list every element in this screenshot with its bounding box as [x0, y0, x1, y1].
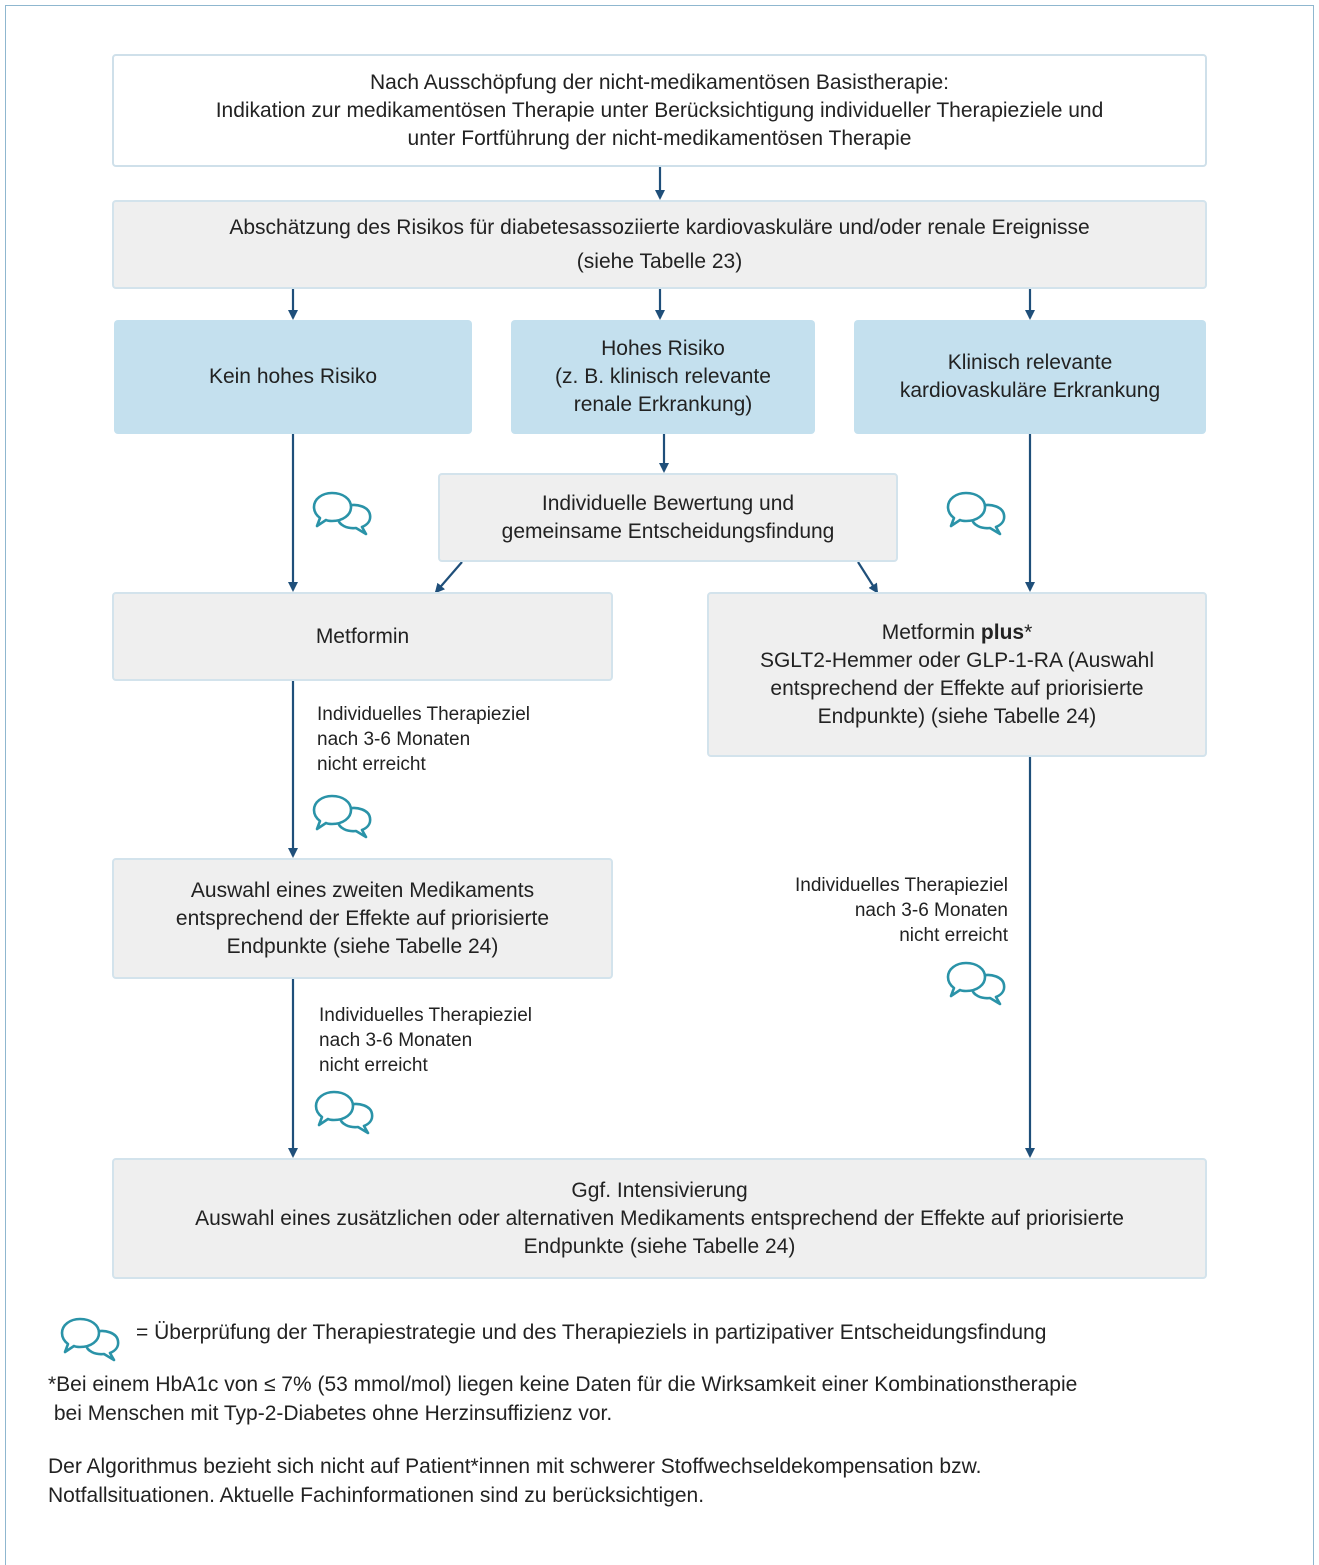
cv-line-1: Klinisch relevante	[947, 351, 1113, 374]
arrow-individual-to-metformin	[434, 561, 463, 594]
edge-label-a-line-1: Individuelles Therapieziel	[317, 704, 530, 725]
edge-label-b-line-2: nach 3-6 Monaten	[319, 1030, 473, 1051]
intensification-box: Ggf. Intensivierung Auswahl eines zusätz…	[112, 1158, 1207, 1279]
speech-bubbles-icon	[314, 1090, 374, 1135]
risk-line-2: (siehe Tabelle 23)	[576, 249, 743, 273]
cv-disease-box: Klinisch relevante kardiovaskuläre Erkra…	[854, 320, 1206, 434]
footnote-line-2: bei Menschen mit Typ-2-Diabetes ohne Her…	[48, 1402, 613, 1425]
intensify-line-1: Ggf. Intensivierung	[571, 1178, 748, 1202]
second-line-3: Endpunkte (siehe Tabelle 24)	[226, 934, 499, 958]
footnote: *Bei einem HbA1c von ≤ 7% (53 mmol/mol) …	[48, 1370, 1077, 1428]
intensify-line-2: Auswahl eines zusätzlichen oder alternat…	[195, 1206, 1124, 1230]
speech-bubbles-icon	[946, 961, 1006, 1006]
figure-frame	[5, 5, 1314, 1565]
individual-line-2: gemeinsame Entscheidungsfindung	[501, 519, 835, 543]
legend-text: = Überprüfung der Therapiestrategie und …	[136, 1321, 1047, 1344]
metformin-plus-prefix: Metformin	[881, 620, 981, 644]
edge-label-a-line-2: nach 3-6 Monaten	[317, 729, 471, 750]
note-line-2: Notfallsituationen. Aktuelle Fachinforma…	[48, 1484, 705, 1507]
metformin-plus-suffix: *	[1024, 620, 1033, 644]
metformin-box: Metformin	[112, 592, 613, 681]
edge-label-c-line-3: nicht erreicht	[899, 925, 1008, 946]
edge-label-b-line-1: Individuelles Therapieziel	[319, 1005, 532, 1026]
edge-label-c-line-2: nach 3-6 Monaten	[854, 900, 1008, 921]
speech-bubbles-icon	[312, 794, 372, 839]
metformin-plus-line-2: SGLT2-Hemmer oder GLP-1-RA (Auswahl	[759, 648, 1155, 672]
footnote-line-1: *Bei einem HbA1c von ≤ 7% (53 mmol/mol) …	[48, 1373, 1078, 1396]
high-risk-line-1: Hohes Risiko	[601, 337, 725, 360]
high-risk-box: Hohes Risiko (z. B. klinisch relevante r…	[511, 320, 815, 434]
high-risk-line-3: renale Erkrankung)	[573, 393, 753, 416]
metformin-plus-bold: plus	[980, 620, 1025, 644]
individual-line-1: Individuelle Bewertung und	[541, 491, 795, 515]
risk-assessment-box: Abschätzung des Risikos für diabetesasso…	[112, 200, 1207, 289]
metformin-plus-box: Metformin plus* SGLT2-Hemmer oder GLP-1-…	[707, 592, 1207, 757]
no-risk-label: Kein hohes Risiko	[208, 365, 378, 388]
second-drug-box: Auswahl eines zweiten Medikaments entspr…	[112, 858, 613, 979]
high-risk-line-2: (z. B. klinisch relevante	[555, 365, 771, 388]
start-line-1: Nach Ausschöpfung der nicht-medikamentös…	[370, 70, 949, 94]
no-high-risk-box: Kein hohes Risiko	[114, 320, 472, 434]
legend-speech-bubbles-icon	[60, 1317, 120, 1362]
start-line-3: unter Fortführung der nicht-medikamentös…	[407, 126, 912, 150]
metformin-label: Metformin	[315, 624, 410, 648]
intensify-line-3: Endpunkte (siehe Tabelle 24)	[523, 1234, 796, 1258]
note-line-1: Der Algorithmus bezieht sich nicht auf P…	[48, 1455, 982, 1478]
metformin-plus-line-3: entsprechend der Effekte auf priorisiert…	[770, 676, 1144, 700]
second-line-2: entsprechend der Effekte auf priorisiert…	[175, 906, 550, 930]
start-box: Nach Ausschöpfung der nicht-medikamentös…	[112, 54, 1207, 167]
individual-assessment-box: Individuelle Bewertung und gemeinsame En…	[438, 473, 898, 562]
arrow-individual-to-metformin-plus	[857, 561, 879, 594]
start-line-2: Indikation zur medikamentösen Therapie u…	[215, 98, 1104, 122]
edge-label-b-line-3: nicht erreicht	[319, 1055, 428, 1076]
edge-label-metformin-not-reached: Individuelles Therapieziel nach 3-6 Mona…	[317, 702, 530, 777]
edge-label-c-line-1: Individuelles Therapieziel	[795, 875, 1008, 896]
second-line-1: Auswahl eines zweiten Medikaments	[190, 878, 535, 902]
risk-line-1: Abschätzung des Risikos für diabetesasso…	[229, 215, 1090, 239]
cv-line-2: kardiovaskuläre Erkrankung	[899, 379, 1161, 402]
speech-bubbles-icon	[946, 491, 1006, 536]
edge-label-second-not-reached: Individuelles Therapieziel nach 3-6 Mona…	[319, 1003, 532, 1078]
algorithm-note: Der Algorithmus bezieht sich nicht auf P…	[48, 1452, 981, 1510]
edge-label-plus-not-reached: Individuelles Therapieziel nach 3-6 Mona…	[760, 873, 1008, 948]
edge-label-a-line-3: nicht erreicht	[317, 754, 426, 775]
metformin-plus-line-4: Endpunkte) (siehe Tabelle 24)	[817, 704, 1097, 728]
speech-bubbles-icon	[312, 491, 372, 536]
metformin-plus-line-1: Metformin plus*	[882, 619, 1033, 647]
